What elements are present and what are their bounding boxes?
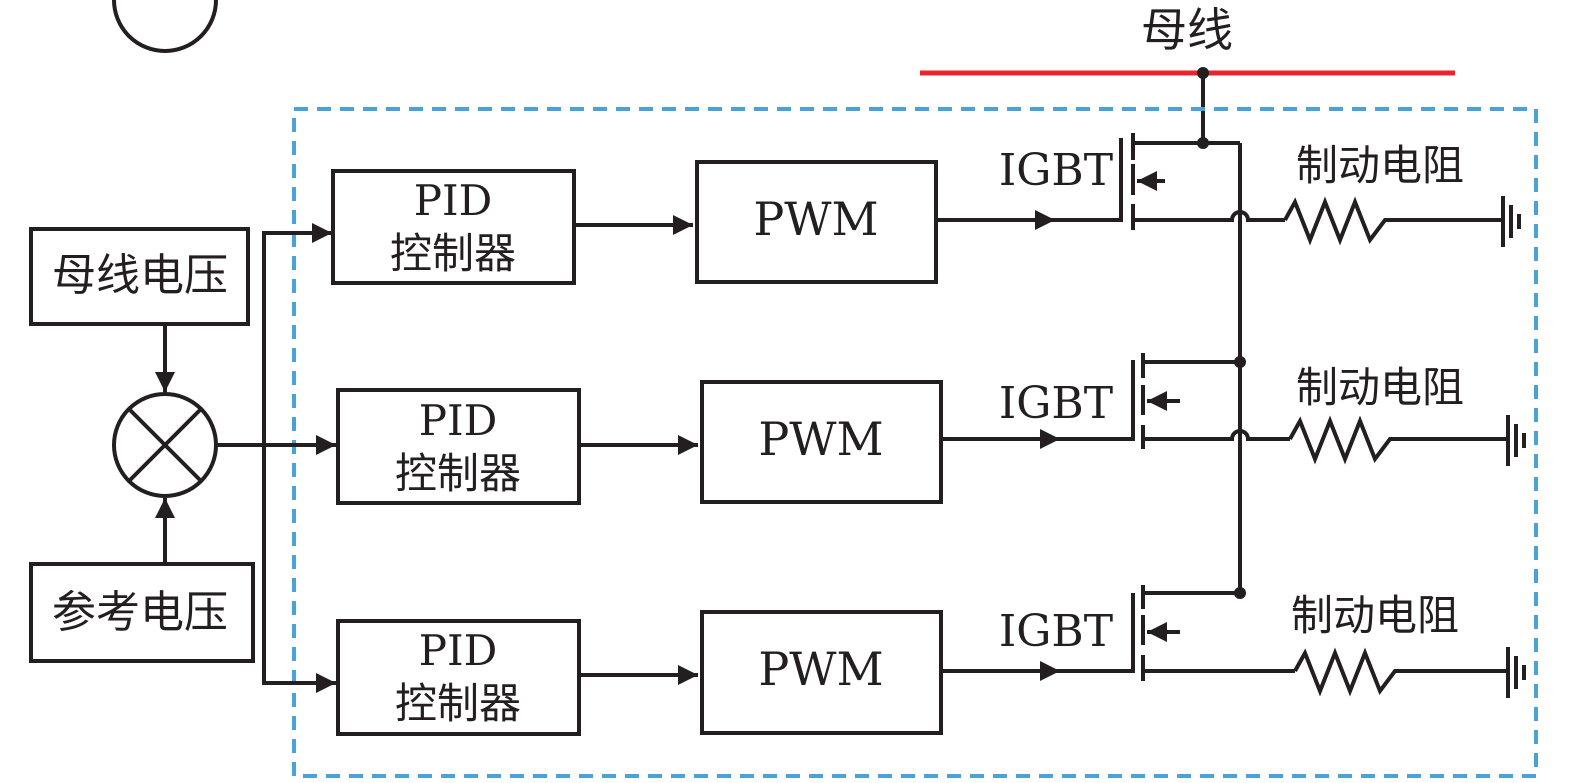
- igbt-icon: [1055, 133, 1285, 230]
- pid-controller-block: [336, 619, 581, 736]
- resistor-icon: [1293, 647, 1508, 697]
- pid-label: PID: [414, 176, 493, 225]
- comparator-icon: [112, 0, 218, 53]
- igbt-label: IGBT: [999, 606, 1113, 657]
- controller-label: 控制器: [395, 449, 521, 498]
- junction-dot: [1197, 137, 1209, 149]
- pwm-block: [700, 610, 943, 735]
- controller-boundary: [292, 107, 1538, 778]
- pid-label: PID: [419, 626, 498, 675]
- pwm-label: PWM: [758, 412, 883, 466]
- igbt-icon: [1060, 585, 1295, 681]
- bus-label: 母线: [1141, 3, 1233, 57]
- channel-3: PID 控制器 PWM IGBT 制动电阻: [336, 585, 1526, 736]
- reference-voltage-block: [29, 562, 255, 663]
- bus-voltage-label: 母线电压: [52, 250, 228, 301]
- controller-label: 控制器: [395, 679, 521, 728]
- pid-controller-block: [331, 169, 576, 285]
- ground-icon: [1501, 196, 1521, 247]
- bus-voltage-block: [29, 227, 250, 326]
- ground-icon: [1506, 647, 1526, 698]
- resistor-icon: [1283, 196, 1503, 246]
- pwm-block: [700, 380, 943, 504]
- reference-voltage-label: 参考电压: [52, 587, 228, 638]
- igbt-label: IGBT: [999, 378, 1113, 429]
- pid-controller-block: [336, 388, 581, 505]
- error-distribution-bus: [262, 231, 331, 685]
- igbt-icon: [1060, 353, 1290, 449]
- ground-icon: [1506, 415, 1526, 466]
- junction-dot: [1234, 356, 1246, 368]
- resistor-icon: [1288, 415, 1508, 465]
- braking-resistor-label: 制动电阻: [1296, 141, 1464, 190]
- pid-label: PID: [419, 396, 498, 445]
- igbt-label: IGBT: [999, 145, 1113, 196]
- summing-cross-b: [128, 408, 202, 482]
- braking-resistor-label: 制动电阻: [1291, 591, 1459, 640]
- pwm-label: PWM: [753, 192, 878, 246]
- junction-dot: [1234, 587, 1246, 599]
- controller-label: 控制器: [390, 229, 516, 278]
- channel-2: PID 控制器 PWM IGBT 制动电阻: [336, 353, 1526, 505]
- pwm-label: PWM: [758, 642, 883, 696]
- channel-1: PID 控制器 PWM IGBT 制动电阻: [331, 133, 1521, 285]
- braking-resistor-label: 制动电阻: [1296, 363, 1464, 412]
